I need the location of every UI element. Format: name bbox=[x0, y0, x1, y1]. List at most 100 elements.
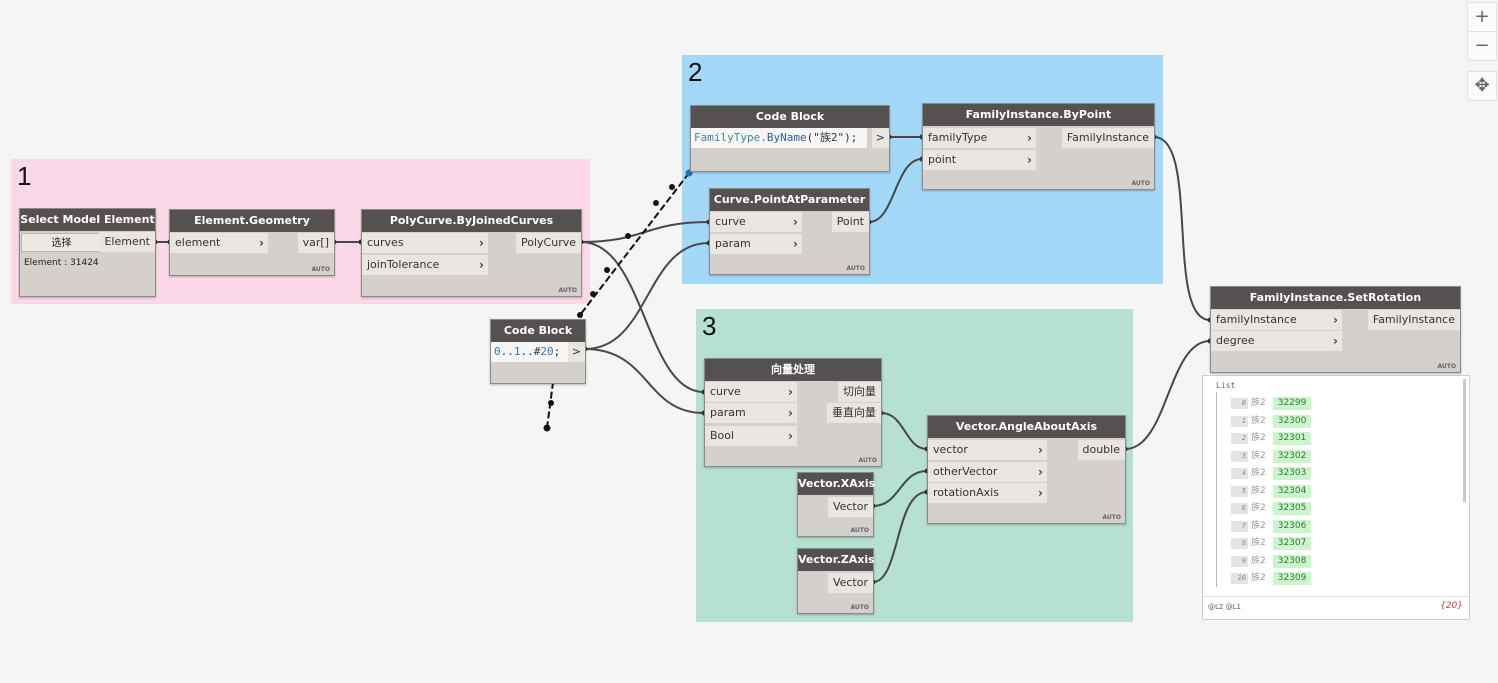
chevron-right-icon: › bbox=[259, 236, 264, 250]
node-vector-angleaboutaxis[interactable]: Vector.AngleAboutAxis vector › otherVect… bbox=[927, 415, 1126, 524]
input-port-degree[interactable]: degree › bbox=[1211, 331, 1342, 351]
chevron-right-icon: › bbox=[1027, 131, 1032, 145]
chevron-right-icon: › bbox=[479, 236, 484, 250]
select-button[interactable]: 选择 bbox=[21, 233, 102, 252]
output-port-tangent[interactable]: 切向量 bbox=[838, 382, 881, 402]
node-title: 向量处理 bbox=[705, 359, 881, 381]
input-port-vector[interactable]: vector › bbox=[928, 440, 1047, 460]
list-item-value: 32302 bbox=[1272, 449, 1312, 463]
list-index: 2 bbox=[1231, 433, 1248, 444]
output-port-geometry[interactable]: var[] bbox=[297, 233, 334, 253]
wire-xaxis-to-angle bbox=[872, 470, 928, 507]
input-port-param[interactable]: param › bbox=[705, 403, 797, 423]
wire-range-to-curvepoint bbox=[584, 242, 710, 350]
node-select-model-element[interactable]: Select Model Element 选择 Element Element … bbox=[19, 208, 156, 297]
code-token-op: .. bbox=[500, 345, 514, 358]
group-1-label: 1 bbox=[17, 161, 32, 191]
pan-button[interactable]: ✥ bbox=[1467, 71, 1497, 101]
output-port-polycurve[interactable]: PolyCurve bbox=[516, 233, 581, 253]
chevron-right-icon: › bbox=[788, 385, 793, 399]
input-port-curve[interactable]: curve › bbox=[710, 212, 802, 232]
auto-label: AUTO bbox=[1131, 180, 1150, 187]
node-vector-xaxis[interactable]: Vector.XAxis Vector AUTO bbox=[797, 472, 875, 537]
wire-polycurve-to-vectorprocess bbox=[580, 241, 705, 393]
tree-line bbox=[1216, 392, 1217, 587]
code-token-type: FamilyType bbox=[694, 131, 761, 144]
input-port-curve[interactable]: curve › bbox=[705, 382, 797, 402]
input-port-point[interactable]: point › bbox=[923, 150, 1036, 170]
input-port-param[interactable]: param › bbox=[710, 234, 802, 254]
code-editor[interactable]: 0..1..#20; bbox=[491, 342, 569, 362]
node-familyinstance-bypoint[interactable]: FamilyInstance.ByPoint familyType › poin… bbox=[922, 103, 1155, 190]
node-title: Code Block bbox=[691, 106, 889, 128]
node-vector-process[interactable]: 向量处理 curve › param › Bool › 切向量 垂直向量 AUT… bbox=[704, 358, 882, 467]
node-title: Vector.AngleAboutAxis bbox=[928, 416, 1125, 438]
list-item-key: 族2 bbox=[1251, 520, 1266, 531]
list-item-value: 32308 bbox=[1272, 554, 1312, 568]
list-index: 9 bbox=[1231, 555, 1248, 567]
code-editor[interactable]: FamilyType.ByName("族2"); bbox=[691, 128, 867, 148]
node-vector-zaxis[interactable]: Vector.ZAxis Vector AUTO bbox=[797, 548, 875, 614]
code-token-end-statement: ; bbox=[553, 345, 561, 358]
code-token-start: 0 bbox=[494, 345, 501, 358]
list-item-key: 族2 bbox=[1251, 398, 1266, 408]
zoom-out-button[interactable]: − bbox=[1467, 31, 1497, 61]
input-port-element[interactable]: element › bbox=[170, 233, 268, 253]
list-item-key: 族2 bbox=[1251, 538, 1266, 548]
output-port-familyinstance[interactable]: FamilyInstance bbox=[1061, 128, 1154, 148]
list-item-key: 族2 bbox=[1251, 433, 1266, 443]
input-port-bool[interactable]: Bool › bbox=[705, 426, 797, 446]
output-port-code[interactable]: > bbox=[567, 342, 585, 362]
node-polycurve-byjoinedcurves[interactable]: PolyCurve.ByJoinedCurves curves › joinTo… bbox=[361, 209, 582, 297]
input-port-othervector[interactable]: otherVector › bbox=[928, 462, 1047, 482]
node-code-block-familytype[interactable]: Code Block FamilyType.ByName("族2"); > bbox=[690, 105, 890, 172]
list-header: List bbox=[1216, 381, 1236, 390]
list-item-value: 32299 bbox=[1272, 397, 1312, 410]
output-port-double[interactable]: double bbox=[1077, 440, 1125, 460]
output-port-vector[interactable]: Vector bbox=[827, 497, 873, 517]
chevron-right-icon: › bbox=[1027, 153, 1032, 167]
input-port-curves[interactable]: curves › bbox=[362, 233, 488, 253]
node-curve-pointatparameter[interactable]: Curve.PointAtParameter curve › param › P… bbox=[709, 188, 870, 275]
list-index: 10 bbox=[1231, 573, 1248, 584]
port-label: curve bbox=[710, 385, 741, 398]
node-familyinstance-setrotation[interactable]: FamilyInstance.SetRotation familyInstanc… bbox=[1210, 286, 1461, 373]
node-title: Code Block bbox=[491, 320, 585, 342]
zoom-in-button[interactable]: + bbox=[1467, 2, 1497, 32]
wire-point-to-familypoint bbox=[868, 158, 923, 223]
port-label: otherVector bbox=[933, 465, 998, 478]
code-token-count: 20 bbox=[540, 345, 554, 358]
node-title: FamilyInstance.ByPoint bbox=[923, 104, 1154, 126]
preview-scrollbar[interactable] bbox=[1463, 379, 1466, 502]
auto-label: AUTO bbox=[850, 604, 869, 611]
list-index: 8 bbox=[1231, 538, 1248, 549]
input-port-rotationaxis[interactable]: rotationAxis › bbox=[928, 483, 1047, 503]
input-port-familyinstance[interactable]: familyInstance › bbox=[1211, 310, 1342, 330]
node-title: FamilyInstance.SetRotation bbox=[1211, 287, 1460, 309]
list-item-key: 族2 bbox=[1251, 573, 1266, 583]
node-title: PolyCurve.ByJoinedCurves bbox=[362, 210, 581, 232]
list-item-key: 族2 bbox=[1251, 468, 1266, 478]
chevron-right-icon: › bbox=[1038, 486, 1043, 500]
output-port-point[interactable]: Point bbox=[831, 212, 869, 232]
code-token-op: ..# bbox=[520, 345, 541, 358]
output-port-element[interactable]: Element bbox=[99, 232, 155, 252]
output-port-familyinstance[interactable]: FamilyInstance bbox=[1367, 310, 1460, 330]
output-port-code[interactable]: > bbox=[871, 128, 889, 148]
list-levels[interactable]: @L2 @L1 bbox=[1208, 603, 1241, 611]
node-element-geometry[interactable]: Element.Geometry element › var[] AUTO bbox=[169, 209, 335, 276]
input-port-jointolerance[interactable]: joinTolerance › bbox=[362, 255, 488, 275]
list-item-key: 族2 bbox=[1251, 450, 1266, 461]
node-code-block-range[interactable]: Code Block 0..1..#20; > bbox=[490, 319, 586, 384]
input-port-familytype[interactable]: familyType › bbox=[923, 128, 1036, 148]
output-port-normal[interactable]: 垂直向量 bbox=[827, 403, 881, 423]
output-port-vector[interactable]: Vector bbox=[827, 573, 873, 593]
port-label: joinTolerance bbox=[367, 258, 440, 271]
